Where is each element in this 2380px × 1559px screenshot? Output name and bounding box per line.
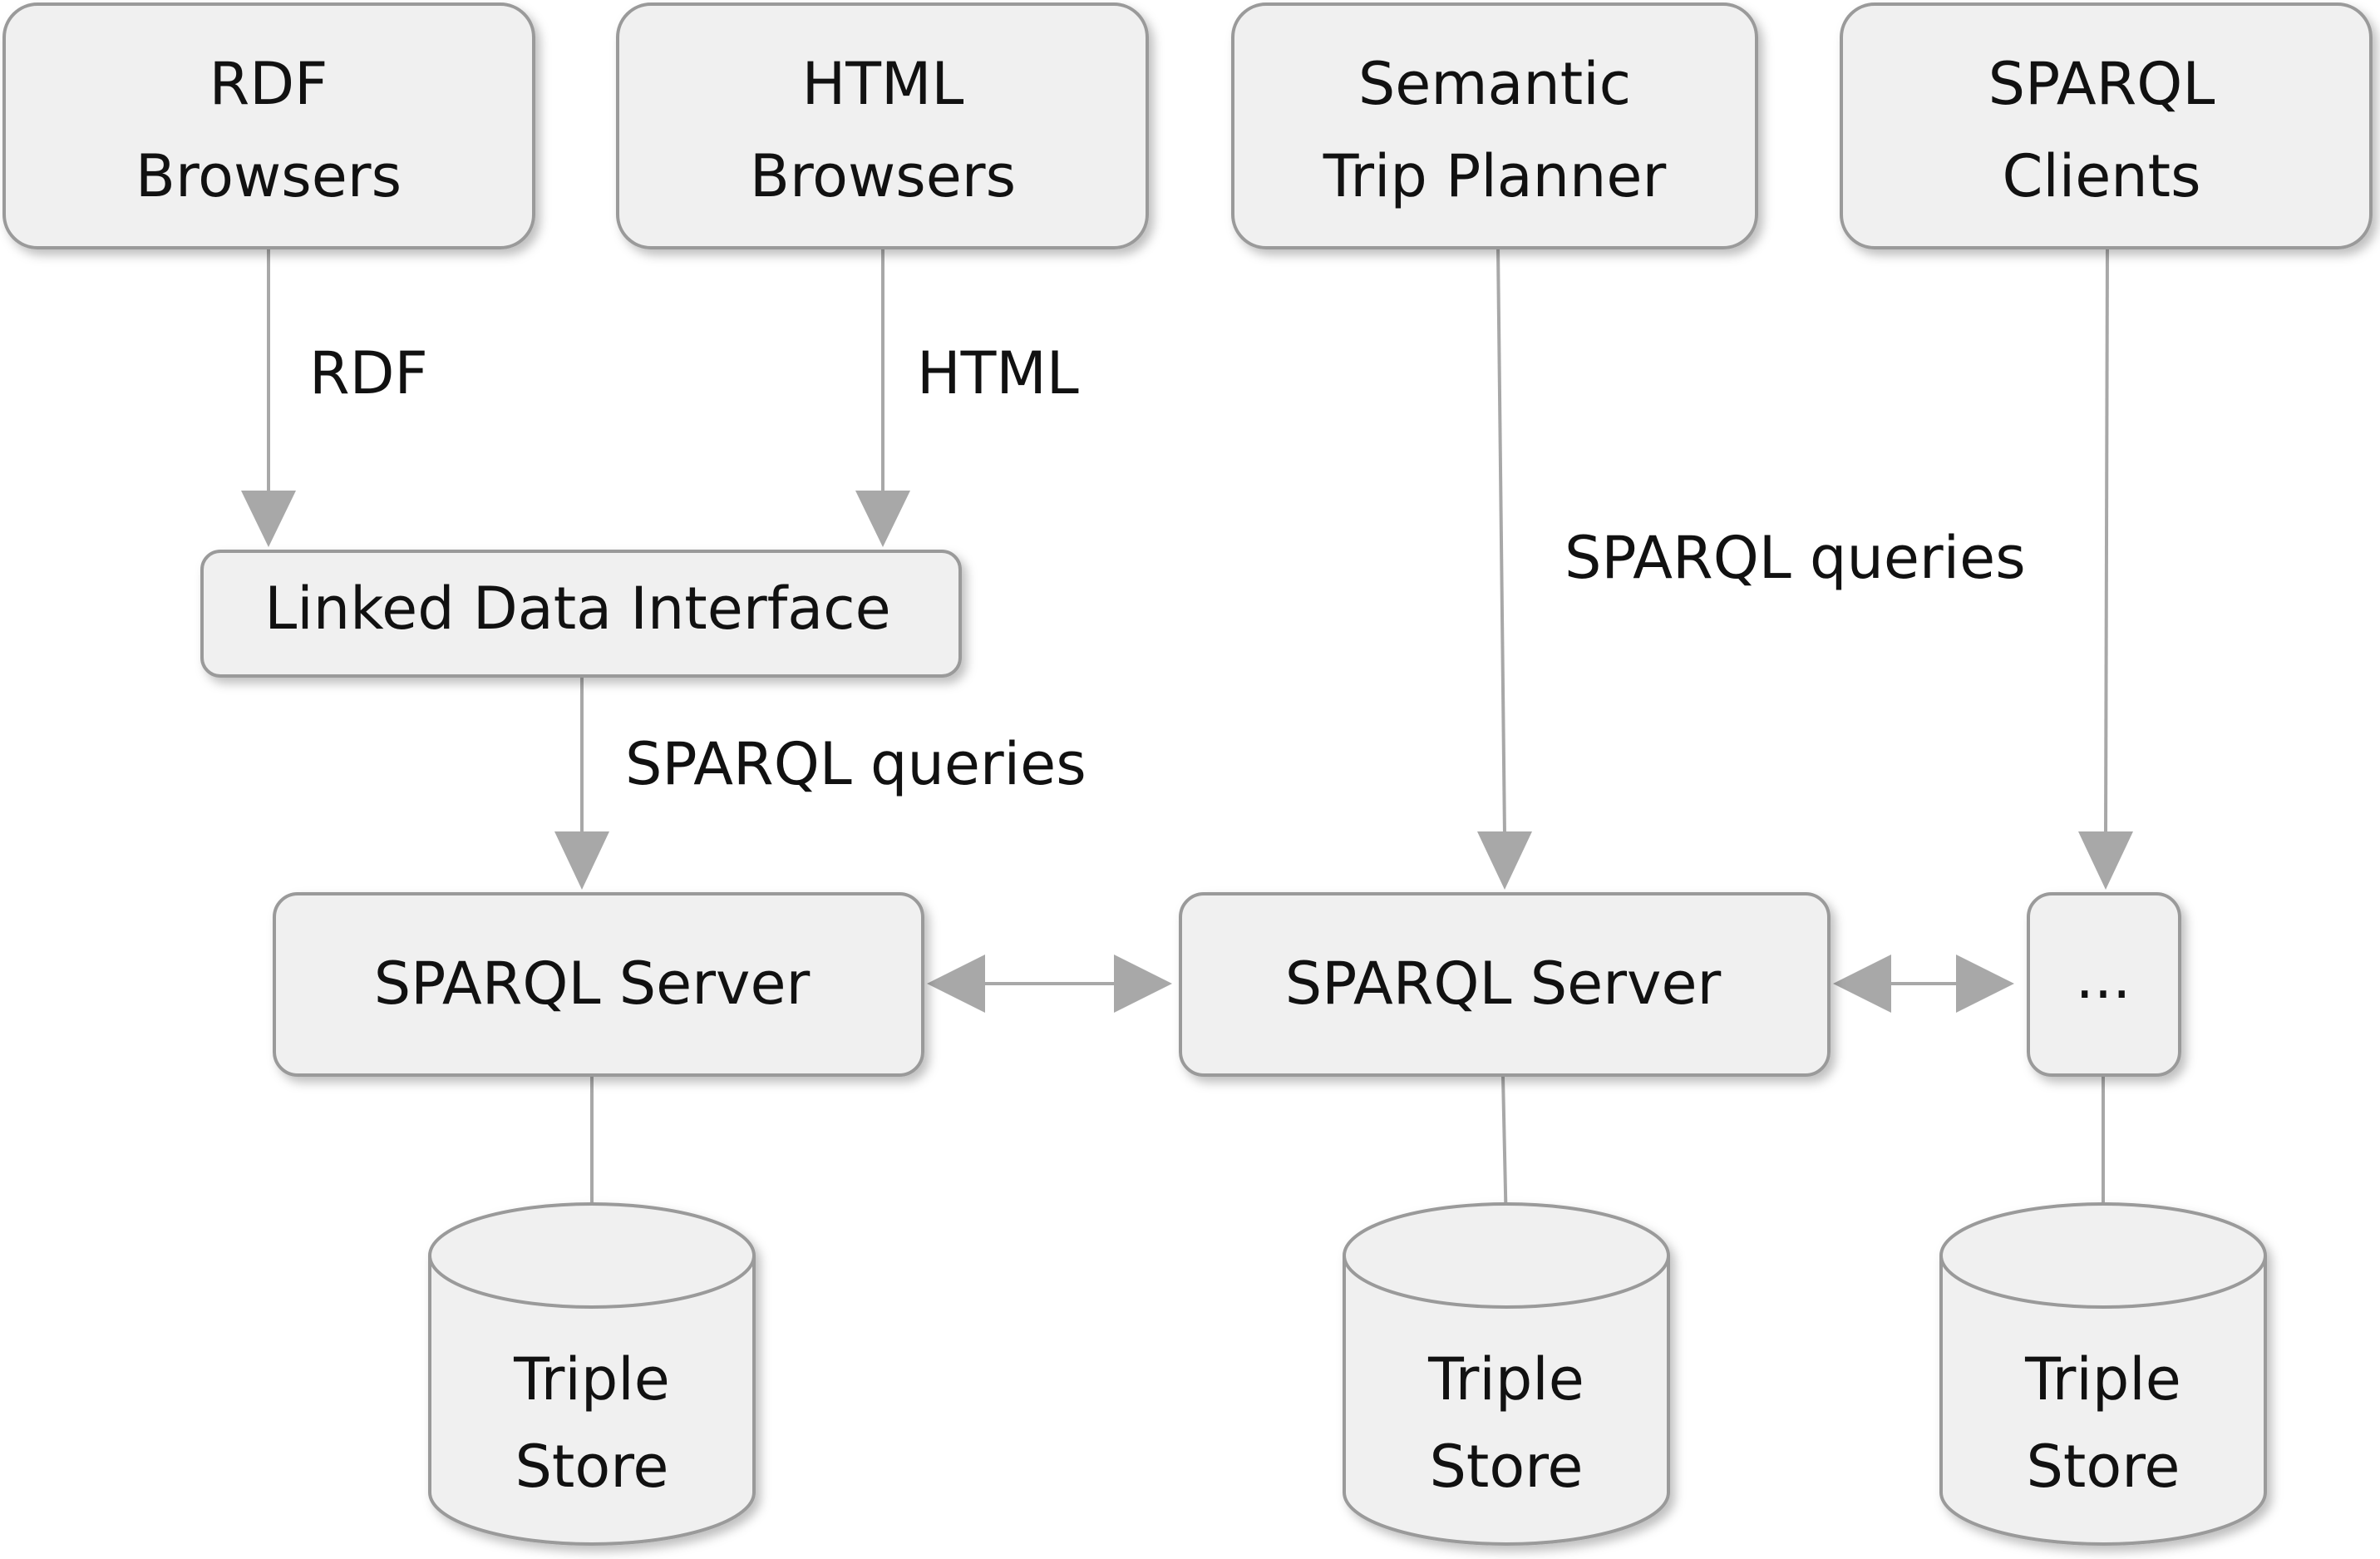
- node-triple-store-1: [428, 1202, 756, 1546]
- node-linked-data-interface: Linked Data Interface: [200, 550, 962, 678]
- edge-label-rdf: RDF: [309, 339, 428, 407]
- edge-ldi-to-server: [554, 678, 609, 890]
- edge-server2-ellipsis: [1833, 955, 2014, 1013]
- node-rdf-browsers: RDF Browsers: [2, 2, 535, 249]
- triple-store-1-line2: Store: [515, 1433, 668, 1501]
- edge-server1-server2: [927, 955, 1172, 1013]
- triple-store-1-line1: Triple: [513, 1345, 670, 1413]
- node-trip-planner-line1: Semantic: [1358, 50, 1631, 118]
- node-sparql-clients-line1: SPARQL: [1988, 50, 2215, 118]
- triple-store-3-line1: Triple: [2024, 1345, 2181, 1413]
- node-triple-store-2: [1343, 1202, 1670, 1546]
- sparql-server-1-label: SPARQL Server: [374, 950, 811, 1018]
- edge-trip-planner-to-server: [1477, 247, 1532, 890]
- edge-html: [855, 248, 910, 547]
- node-html-browsers-line2: Browsers: [750, 142, 1016, 210]
- node-sparql-clients-line2: Clients: [2002, 142, 2200, 210]
- node-html-browsers-line1: HTML: [802, 50, 964, 118]
- ellipsis-label: ...: [2076, 944, 2131, 1012]
- edge-label-sparql-queries-right: SPARQL queries: [1564, 524, 2026, 592]
- triple-store-2-line1: Triple: [1427, 1345, 1584, 1413]
- edge-rdf: [241, 248, 296, 547]
- node-rdf-browsers-line1: RDF: [209, 50, 328, 118]
- node-sparql-server-2: SPARQL Server: [1179, 892, 1831, 1077]
- sparql-server-2-label: SPARQL Server: [1285, 950, 1722, 1018]
- node-sparql-server-1: SPARQL Server: [273, 892, 924, 1077]
- node-semantic-trip-planner: Semantic Trip Planner: [1231, 2, 1758, 249]
- triple-store-2-line2: Store: [1429, 1433, 1583, 1501]
- node-ellipsis: ...: [2027, 892, 2181, 1077]
- edge-label-sparql-queries-left: SPARQL queries: [625, 730, 1087, 798]
- node-trip-planner-line2: Trip Planner: [1323, 142, 1667, 210]
- linked-data-interface-label: Linked Data Interface: [264, 575, 890, 643]
- edge-label-html: HTML: [917, 339, 1079, 407]
- node-html-browsers: HTML Browsers: [616, 2, 1149, 249]
- edge-sparql-clients-to-ellipsis: [2078, 247, 2133, 890]
- node-rdf-browsers-line2: Browsers: [136, 142, 402, 210]
- triple-store-3-line2: Store: [2026, 1433, 2180, 1501]
- node-triple-store-3: [1939, 1202, 2267, 1546]
- node-sparql-clients: SPARQL Clients: [1840, 2, 2373, 249]
